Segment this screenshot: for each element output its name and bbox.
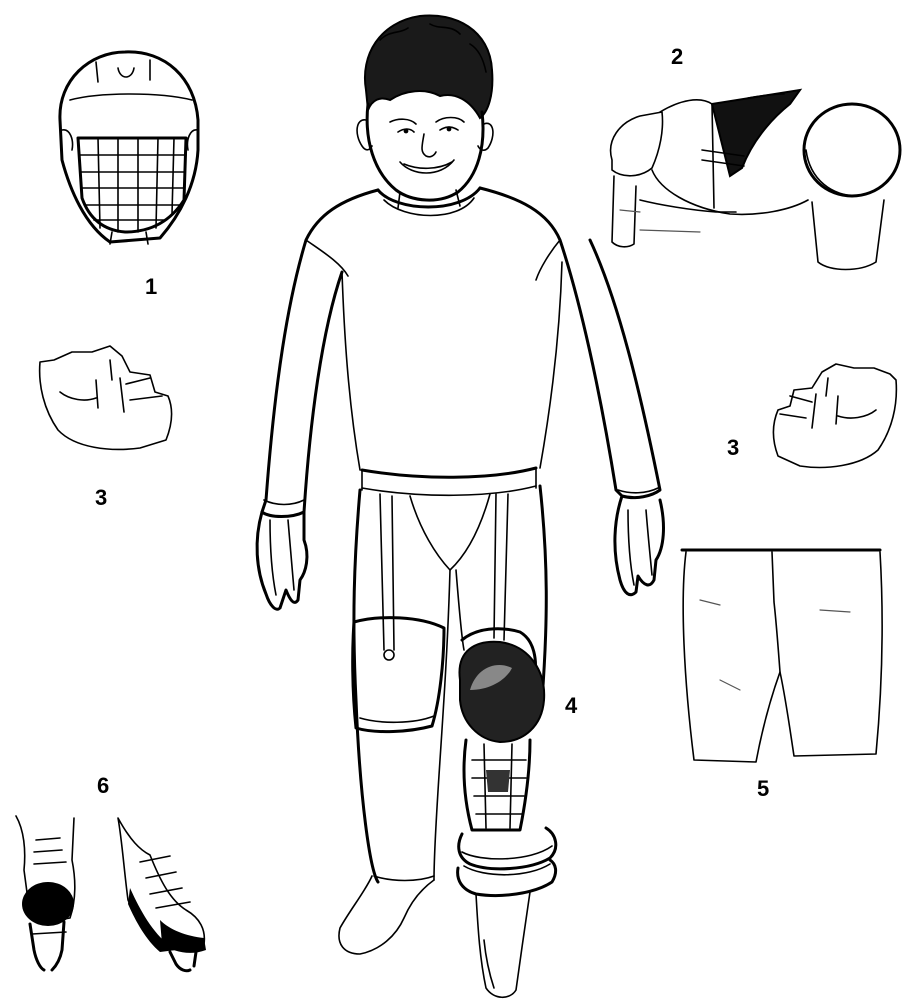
- pants-drawing: [682, 550, 882, 762]
- label-glove-right: 3: [727, 437, 739, 459]
- glove-left-drawing: [40, 346, 172, 449]
- boy-figure-drawing: [257, 15, 663, 997]
- label-glove-left: 3: [95, 487, 107, 509]
- skates-drawing: [16, 816, 206, 971]
- label-shoulder-pads: 2: [671, 46, 683, 68]
- shoulder-pads-drawing: [611, 90, 900, 270]
- label-pants: 5: [757, 778, 769, 800]
- glove-right-drawing: [774, 364, 897, 467]
- helmet-drawing: [60, 52, 198, 244]
- label-shin-pad: 4: [565, 695, 577, 717]
- label-helmet: 1: [145, 276, 157, 298]
- label-skates: 6: [97, 775, 109, 797]
